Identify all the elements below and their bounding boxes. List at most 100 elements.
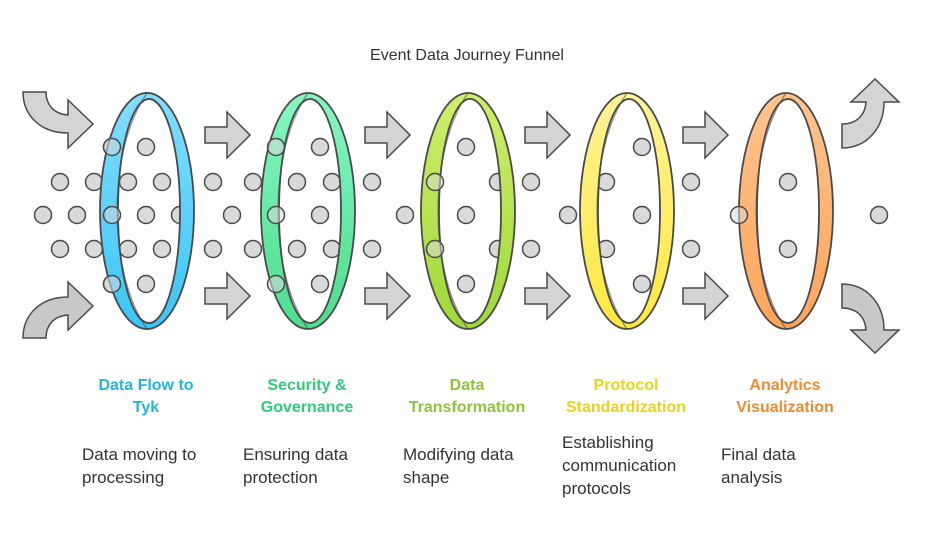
particle-dot (456, 274, 476, 294)
stage-description-line: processing (82, 468, 165, 487)
stage-description-line: communication (562, 456, 677, 475)
stage-description: Modifying data shape (403, 443, 563, 489)
particle-dot (310, 137, 330, 157)
curved-arrow-out-top-icon (841, 77, 901, 149)
curved-arrow-in-bottom-icon (22, 280, 95, 339)
particle-dot (203, 239, 223, 259)
particle-dot (118, 239, 138, 259)
stage-title-line: Data Flow to (98, 377, 194, 394)
right-arrow-icon (524, 271, 572, 321)
particle-dot (395, 205, 415, 225)
particle-dot (287, 239, 307, 259)
particle-dot (50, 172, 70, 192)
stage-description-line: Data moving to (82, 445, 197, 464)
particle-dot (243, 172, 263, 192)
stage-description-line: protocols (562, 479, 631, 498)
particle-dot (266, 205, 286, 225)
stage-title-line: Protocol (593, 377, 659, 394)
filter-ring-3 (420, 92, 516, 330)
particle-dot (102, 205, 122, 225)
stage-title: Security & Governance (232, 375, 382, 419)
particle-dot (632, 137, 652, 157)
right-arrow-icon (364, 271, 412, 321)
particle-dot (152, 239, 172, 259)
particle-dot (118, 172, 138, 192)
stage-description-line: shape (403, 468, 450, 487)
diagram-title: Event Data Journey Funnel (370, 47, 564, 64)
filter-ring-2 (260, 92, 356, 330)
particle-dot (84, 239, 104, 259)
filter-ring-1 (99, 92, 195, 330)
particle-dot (778, 239, 798, 259)
stage-title-line: Data (449, 377, 485, 394)
particle-dot (50, 239, 70, 259)
particle-dot (322, 172, 342, 192)
particle-dot (729, 205, 749, 225)
right-arrow-icon (682, 271, 730, 321)
particle-dot (102, 274, 122, 294)
particle-dot (222, 205, 242, 225)
particle-dot (266, 137, 286, 157)
particle-dot (136, 137, 156, 157)
stage-description-line: Modifying data (403, 445, 514, 464)
particle-dot (266, 274, 286, 294)
particle-dot (456, 205, 476, 225)
particle-dot (102, 137, 122, 157)
particle-dot (681, 172, 701, 192)
particle-dot (33, 205, 53, 225)
stage-title-line: Visualization (736, 399, 834, 416)
particle-dot (632, 205, 652, 225)
stage-description: Final data analysis (721, 443, 881, 489)
curved-arrow-in-top-icon (22, 91, 95, 150)
ring-fold-line (755, 92, 787, 330)
particle-dot (521, 172, 541, 192)
ring-fold-line (437, 92, 469, 330)
particle-dot (778, 172, 798, 192)
particle-dot (632, 274, 652, 294)
stage-description: Data moving to processing (82, 443, 242, 489)
particle-dot (425, 239, 445, 259)
right-arrow-icon (524, 110, 572, 160)
stage-title-line: Governance (260, 399, 354, 416)
particle-dot (681, 239, 701, 259)
stage-title: Data Flow to Tyk (71, 375, 221, 419)
particle-dot (136, 274, 156, 294)
stage-title-line: Tyk (132, 399, 160, 416)
stage-description: Establishing communication protocols (562, 431, 722, 500)
particle-dot (203, 172, 223, 192)
ring-fold-line (596, 92, 628, 330)
particle-dot (136, 205, 156, 225)
stage-description-line: Establishing (562, 433, 654, 452)
stage-description-line: analysis (721, 468, 783, 487)
right-arrow-icon (364, 110, 412, 160)
particle-dot (310, 274, 330, 294)
filter-ring-4 (579, 92, 675, 330)
particle-dot (521, 239, 541, 259)
particle-dot (362, 239, 382, 259)
stage-description-line: protection (243, 468, 318, 487)
particle-dot (425, 172, 445, 192)
particle-dot (310, 205, 330, 225)
right-arrow-icon (204, 271, 252, 321)
stage-description-line: Final data (721, 445, 796, 464)
particle-dot (67, 205, 87, 225)
particle-dot (869, 205, 889, 225)
stage-title-line: Security & (267, 377, 347, 394)
right-arrow-icon (204, 110, 252, 160)
particle-dot (287, 172, 307, 192)
stage-title-line: Analytics (749, 377, 821, 394)
filter-ring-5 (738, 92, 834, 330)
particle-dot (362, 172, 382, 192)
curved-arrow-out-bottom-icon (841, 283, 901, 355)
particle-dot (456, 137, 476, 157)
particle-dot (243, 239, 263, 259)
particle-dot (558, 205, 578, 225)
stage-title-line: Standardization (565, 399, 686, 416)
particle-dot (152, 172, 172, 192)
